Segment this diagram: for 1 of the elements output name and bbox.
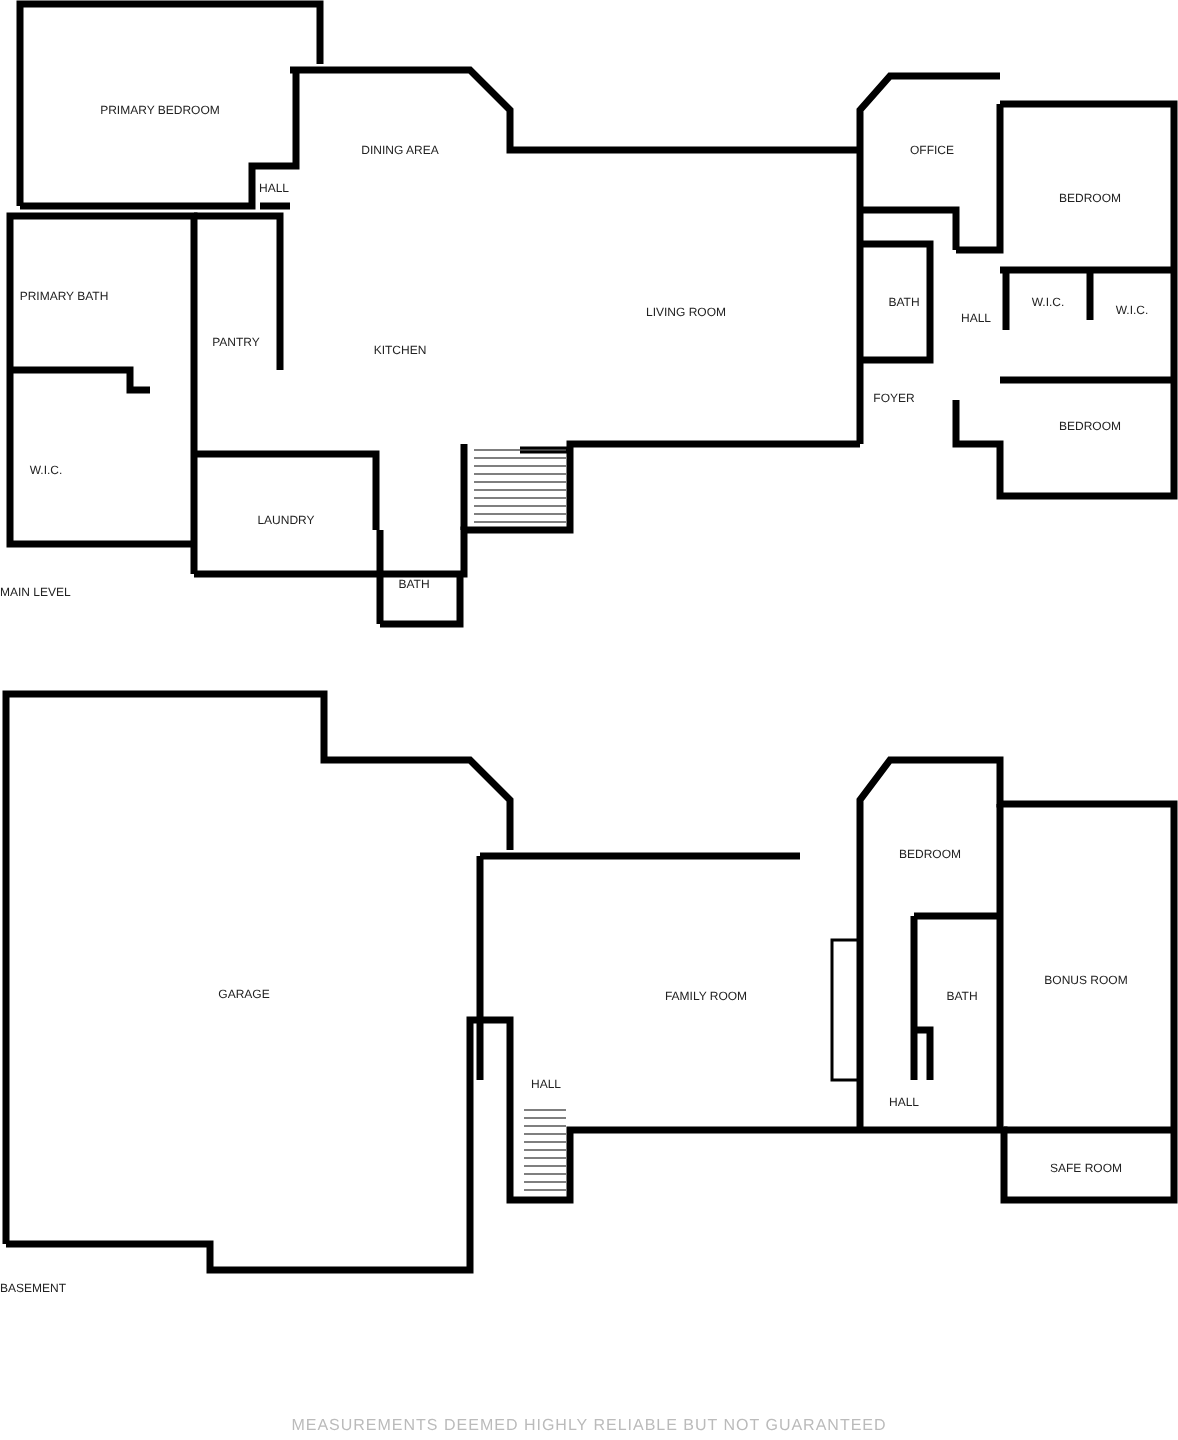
disclaimer-note: MEASUREMENTS DEEMED HIGHLY RELIABLE BUT NOT GUARANTEED [289,1416,889,1434]
